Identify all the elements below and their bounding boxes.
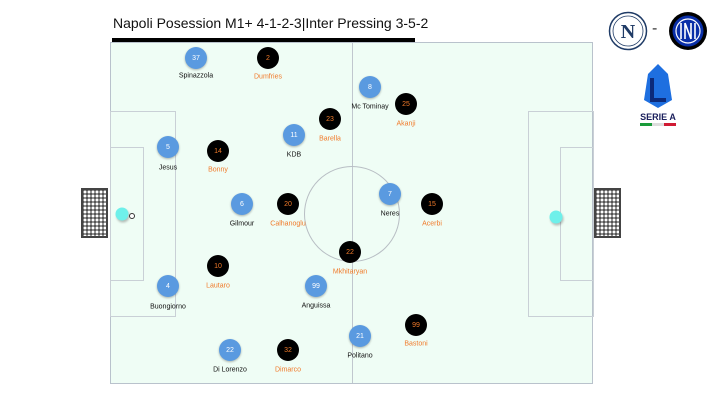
inter-player-name: Bonny	[208, 166, 228, 174]
napoli-player-name: Buongiorno	[150, 303, 186, 311]
inter-player-marker[interactable]: 10	[207, 255, 229, 277]
title-underline	[112, 38, 415, 42]
inter-player-name: Calhanoglu	[270, 220, 306, 228]
inter-player-name: Dimarco	[274, 366, 302, 374]
versus-separator: -	[652, 20, 658, 37]
napoli-logo: N	[608, 11, 648, 56]
napoli-player-marker[interactable]: 99	[305, 275, 327, 297]
inter-player-name: Acerbi	[422, 220, 442, 228]
inter-player-marker[interactable]: 25	[395, 93, 417, 115]
left-six-yard-box	[110, 147, 144, 281]
napoli-player-marker[interactable]: 6	[231, 193, 253, 215]
napoli-player-marker[interactable]: 37	[185, 47, 207, 69]
napoli-player-name: Neres	[380, 210, 400, 218]
napoli-player-marker[interactable]: 21	[349, 325, 371, 347]
napoli-player-name: Gilmour	[229, 220, 255, 228]
inter-player-marker[interactable]: 20	[277, 193, 299, 215]
inter-player-marker[interactable]: 14	[207, 140, 229, 162]
napoli-player-marker[interactable]: 4	[157, 275, 179, 297]
inter-player-name: Mkhitaryan	[332, 268, 368, 276]
napoli-player-name: Spinazzola	[178, 72, 214, 80]
napoli-goalkeeper[interactable]	[115, 207, 129, 221]
inter-player-marker[interactable]: 32	[277, 339, 299, 361]
inter-player-name: Lautaro	[206, 282, 230, 290]
right-six-yard-box	[560, 147, 594, 281]
right-goal-net-icon	[594, 188, 621, 238]
napoli-player-name: Jesus	[158, 164, 178, 172]
inter-player-name: Barella	[319, 135, 341, 143]
napoli-player-marker[interactable]: 11	[283, 124, 305, 146]
napoli-player-name: KDB	[286, 151, 302, 159]
inter-player-marker[interactable]: 99	[405, 314, 427, 336]
napoli-player-name: Anguissa	[301, 302, 331, 310]
inter-player-marker[interactable]: 22	[339, 241, 361, 263]
napoli-player-name: Mc Tominay	[351, 103, 389, 111]
page-title: Napoli Posession M1+ 4-1-2-3|Inter Press…	[113, 15, 429, 31]
inter-player-marker[interactable]: 23	[319, 108, 341, 130]
svg-text:SERIE A: SERIE A	[640, 112, 676, 122]
napoli-player-marker[interactable]: 8	[359, 76, 381, 98]
inter-goalkeeper[interactable]	[549, 210, 563, 224]
inter-logo	[668, 11, 708, 56]
inter-player-name: Akanji	[396, 120, 416, 128]
left-goal-net-icon	[81, 188, 108, 238]
svg-text:N: N	[621, 21, 636, 43]
napoli-player-name: Politano	[347, 352, 373, 360]
napoli-player-name: Di Lorenzo	[213, 366, 247, 374]
inter-player-marker[interactable]: 15	[421, 193, 443, 215]
inter-player-name: Bastoni	[404, 340, 428, 348]
napoli-player-marker[interactable]: 7	[379, 183, 401, 205]
ball-icon[interactable]	[129, 213, 135, 219]
napoli-player-marker[interactable]: 5	[157, 136, 179, 158]
inter-player-marker[interactable]: 2	[257, 47, 279, 69]
serie-a-logo: SERIE A	[638, 62, 678, 137]
inter-player-name: Dumfries	[253, 73, 283, 81]
napoli-player-marker[interactable]: 22	[219, 339, 241, 361]
